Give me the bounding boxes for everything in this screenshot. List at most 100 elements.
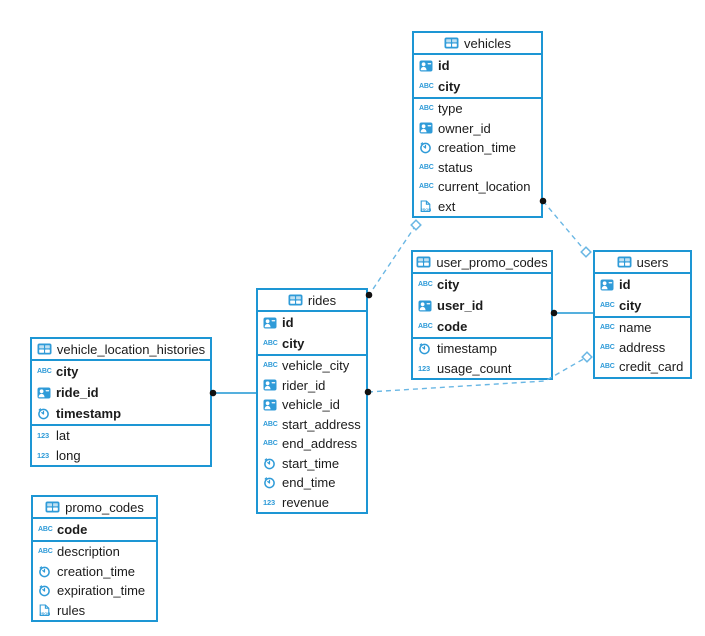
table-header[interactable]: user_promo_codes <box>413 252 551 274</box>
table-header[interactable]: vehicles <box>414 33 541 55</box>
field-name: creation_time <box>438 140 517 156</box>
field-row-vehicle_id[interactable]: vehicle_id <box>258 395 366 415</box>
field-name: id <box>438 58 450 73</box>
table-title: vehicles <box>464 35 511 51</box>
field-row-type[interactable]: ABC type <box>414 99 541 119</box>
abc-icon: ABC <box>418 323 433 330</box>
abc-icon: ABC <box>600 324 615 332</box>
field-row-lat[interactable]: 123 lat <box>32 426 210 446</box>
field-name: city <box>56 364 79 379</box>
field-name: city <box>437 277 460 292</box>
field-name: vehicle_city <box>282 358 350 374</box>
number-icon: 123 <box>418 363 430 373</box>
field-row-ride_id[interactable]: ride_id <box>32 382 210 403</box>
field-row-timestamp[interactable]: timestamp <box>413 339 551 359</box>
field-name: code <box>437 319 468 334</box>
field-name: city <box>438 79 461 94</box>
number-icon: 123 <box>37 431 49 440</box>
field-row-start_time[interactable]: start_time <box>258 454 366 474</box>
field-name: status <box>438 159 473 175</box>
field-row-id[interactable]: id <box>414 55 541 76</box>
abc-icon: ABC <box>263 440 278 448</box>
abc-icon: ABC <box>418 281 433 288</box>
table-header[interactable]: users <box>595 252 690 274</box>
table-title: rides <box>307 292 337 308</box>
field-row-id[interactable]: id <box>258 312 366 333</box>
table-icon <box>416 256 431 268</box>
clock-icon <box>37 407 56 420</box>
field-name: owner_id <box>438 120 491 136</box>
field-row-expiration_time[interactable]: expiration_time <box>33 581 156 601</box>
field-name: ride_id <box>56 385 99 400</box>
abc-icon: ABC <box>419 183 434 191</box>
field-row-timestamp[interactable]: timestamp <box>32 403 210 424</box>
abc-icon: ABC <box>419 105 434 113</box>
field-row-rider_id[interactable]: rider_id <box>258 376 366 396</box>
table-header[interactable]: vehicle_location_histories <box>32 339 210 361</box>
field-name: id <box>282 315 294 330</box>
field-name: type <box>438 101 463 117</box>
field-name: start_address <box>282 416 361 432</box>
table-icon <box>617 256 632 268</box>
field-name: description <box>57 544 120 560</box>
abc-icon: ABC <box>263 340 278 347</box>
field-row-creation_time[interactable]: creation_time <box>33 562 156 582</box>
field-row-owner_id[interactable]: owner_id <box>414 119 541 139</box>
number-icon: 123 <box>37 450 49 460</box>
clock-icon <box>263 457 282 470</box>
field-row-id[interactable]: id <box>595 274 690 295</box>
field-row-end_time[interactable]: end_time <box>258 473 366 493</box>
field-name: city <box>619 298 642 313</box>
id-icon <box>418 300 437 312</box>
field-row-current_location[interactable]: ABC current_location <box>414 177 541 197</box>
field-row-user_id[interactable]: user_id <box>413 295 551 316</box>
field-row-end_address[interactable]: ABC end_address <box>258 434 366 454</box>
field-name: credit_card <box>619 359 684 375</box>
field-name: rules <box>57 602 86 618</box>
field-name: lat <box>56 428 70 444</box>
table-header[interactable]: promo_codes <box>33 497 156 519</box>
field-name: code <box>57 522 88 537</box>
table-header[interactable]: rides <box>258 290 366 312</box>
field-name: address <box>619 339 666 355</box>
field-name: end_address <box>282 436 358 452</box>
table-icon <box>288 294 303 306</box>
field-row-code[interactable]: ABC code <box>413 316 551 337</box>
id-icon <box>263 399 282 411</box>
field-row-city[interactable]: ABC city <box>413 274 551 295</box>
clock-icon <box>418 342 437 355</box>
field-row-creation_time[interactable]: creation_time <box>414 138 541 158</box>
field-name: current_location <box>438 179 531 195</box>
